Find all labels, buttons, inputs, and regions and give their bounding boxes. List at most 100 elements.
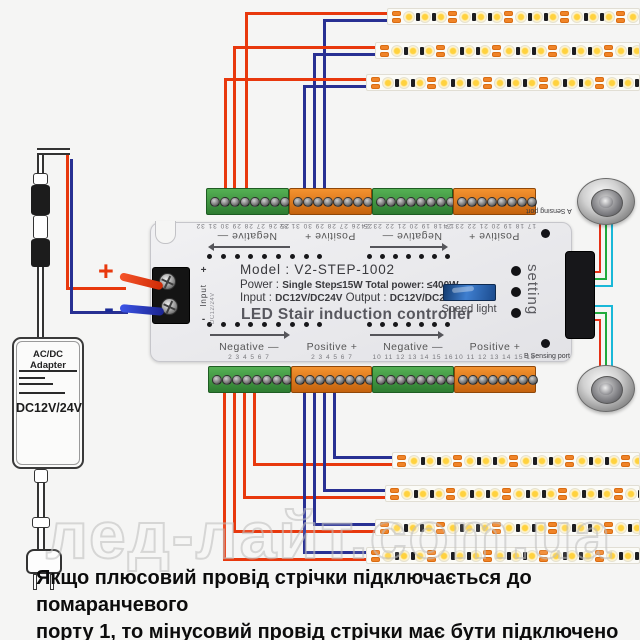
terminal-block-green — [208, 366, 292, 393]
led — [479, 44, 491, 57]
input-voltage-label: DC12/24V — [210, 292, 216, 324]
terminal-screw — [477, 196, 487, 207]
terminal-screw — [508, 374, 518, 385]
led — [403, 10, 415, 23]
pcb-dot — [432, 254, 437, 259]
solder-pad — [595, 83, 604, 89]
led — [547, 10, 559, 23]
smd-component — [410, 78, 415, 87]
led — [615, 521, 627, 534]
smd-component — [562, 551, 567, 560]
solder-pad — [446, 488, 455, 493]
led — [438, 549, 450, 562]
led — [571, 10, 583, 23]
led — [510, 549, 522, 562]
mounting-hole — [541, 339, 550, 348]
led — [463, 44, 475, 57]
led — [398, 549, 410, 562]
terminal-screw — [426, 196, 436, 207]
terminal-screw — [416, 374, 426, 385]
terminal-screw — [386, 196, 396, 207]
wire-segment — [245, 12, 387, 15]
solder-pad — [397, 461, 406, 467]
terminal-screw — [396, 196, 406, 207]
solder-pad — [446, 494, 455, 500]
solder-pad — [427, 77, 436, 82]
smd-component — [531, 523, 536, 532]
wire-segment — [313, 53, 316, 196]
smd-component — [531, 46, 536, 55]
solder-pad — [616, 17, 625, 23]
led — [576, 454, 588, 467]
solder-pad — [604, 51, 613, 57]
smd-component — [525, 489, 530, 498]
terminal-screw — [210, 196, 220, 207]
pcb-dot — [207, 254, 212, 259]
led — [582, 76, 594, 89]
led — [603, 10, 615, 23]
pcb-dot — [276, 254, 281, 259]
pcb-dot — [220, 254, 226, 259]
terminal-block-orange — [454, 366, 538, 393]
pcb-dot — [289, 322, 295, 327]
dc-jack-barrel-top — [31, 185, 50, 215]
strain-relief — [34, 469, 48, 483]
wire-segment — [594, 278, 607, 280]
pcb-dot — [393, 322, 398, 327]
wire-segment — [594, 312, 607, 314]
led — [592, 454, 604, 467]
input-plus-label: + — [200, 265, 207, 276]
terminal-screw — [333, 196, 343, 207]
smd-component — [450, 551, 455, 560]
solder-pad — [539, 77, 548, 82]
led — [550, 549, 562, 562]
pcb-dot — [262, 322, 268, 327]
speed-display — [443, 284, 496, 301]
port-group-label: Negative — 25 26 27 28 29 30 31 32 — [195, 222, 289, 242]
solder-pad — [502, 494, 511, 500]
mounting-hole — [541, 229, 550, 238]
terminal-screw — [230, 196, 240, 207]
led — [515, 10, 527, 23]
terminal-screw — [517, 196, 527, 207]
solder-pad — [614, 494, 623, 500]
wire-segment — [233, 392, 236, 532]
smd-component — [587, 523, 592, 532]
led — [494, 76, 506, 89]
port-group-label: Negative — 10 11 12 13 14 15 16 — [372, 341, 454, 361]
instruction-text: Якщо плюсовий провід стрічки підключаєть… — [36, 567, 619, 640]
terminal-screw — [315, 374, 325, 385]
setting-label: setting — [524, 264, 541, 316]
smd-component — [532, 456, 537, 465]
led — [510, 76, 522, 89]
direction-arrow — [370, 243, 448, 251]
solder-pad — [509, 461, 518, 467]
smd-component — [471, 12, 476, 21]
led — [454, 549, 466, 562]
led — [606, 76, 618, 89]
smd-component — [466, 551, 471, 560]
led — [414, 76, 426, 89]
led — [550, 76, 562, 89]
wire-segment — [599, 222, 601, 273]
led — [519, 521, 531, 534]
led — [535, 521, 547, 534]
smd-component — [436, 456, 441, 465]
led — [491, 10, 503, 23]
pcb-dot — [262, 254, 268, 259]
power-input-terminal — [152, 267, 190, 324]
solder-pad — [380, 51, 389, 57]
solder-pad — [604, 45, 613, 50]
wire-segment — [223, 392, 226, 560]
led — [475, 10, 487, 23]
led-strip — [385, 485, 640, 502]
led — [464, 454, 476, 467]
plug-ferrule — [32, 517, 50, 528]
solder-pad — [621, 461, 630, 467]
led — [608, 454, 620, 467]
sensor-connector — [565, 251, 595, 339]
adapter-underline — [19, 370, 77, 372]
pcb-dot — [276, 322, 281, 327]
solder-pad — [371, 550, 380, 555]
